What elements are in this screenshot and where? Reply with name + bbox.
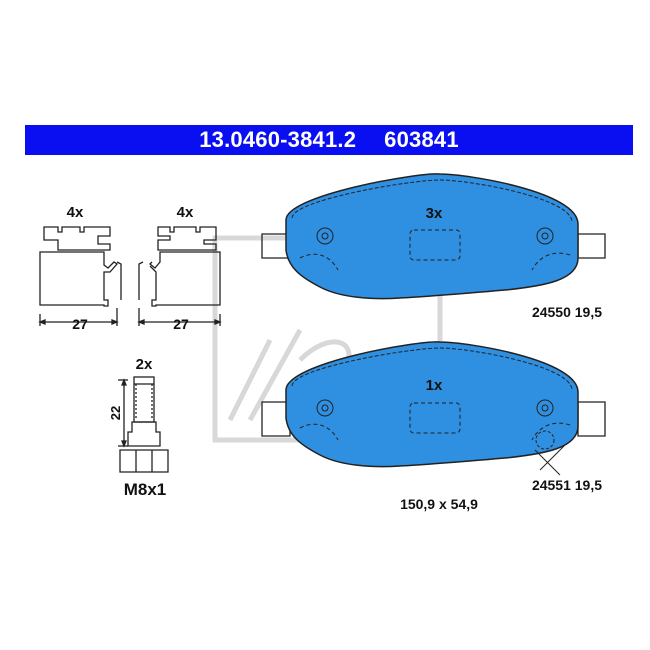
pad-top-code: 24550 19,5 xyxy=(532,304,602,320)
bolt-drawing xyxy=(118,376,169,473)
part-number: 13.0460-3841.2 xyxy=(199,127,357,152)
clip-right-quantity: 4x xyxy=(177,204,194,221)
pad-top-quantity: 3x xyxy=(426,205,443,222)
pad-dimensions: 150,9 x 54,9 xyxy=(400,496,478,512)
brake-pad-bottom xyxy=(261,341,606,476)
clip-left-quantity: 4x xyxy=(67,204,84,221)
clip-left xyxy=(38,226,122,326)
header-banner: 13.0460-3841.2 603841 xyxy=(25,125,633,155)
clip-right xyxy=(137,226,222,326)
ref-number: 603841 xyxy=(384,127,459,152)
clip-right-width: 27 xyxy=(173,316,189,332)
brake-pad-top xyxy=(261,173,606,300)
pad-top-friction xyxy=(285,173,579,300)
bolt-length: 22 xyxy=(108,406,123,420)
pad-bottom-quantity: 1x xyxy=(426,377,443,394)
bolt-quantity: 2x xyxy=(136,356,153,373)
bolt-thread: M8x1 xyxy=(124,480,167,499)
clip-left-width: 27 xyxy=(72,316,88,332)
pad-bottom-code: 24551 19,5 xyxy=(532,477,602,493)
pad-bottom-friction xyxy=(285,341,579,468)
